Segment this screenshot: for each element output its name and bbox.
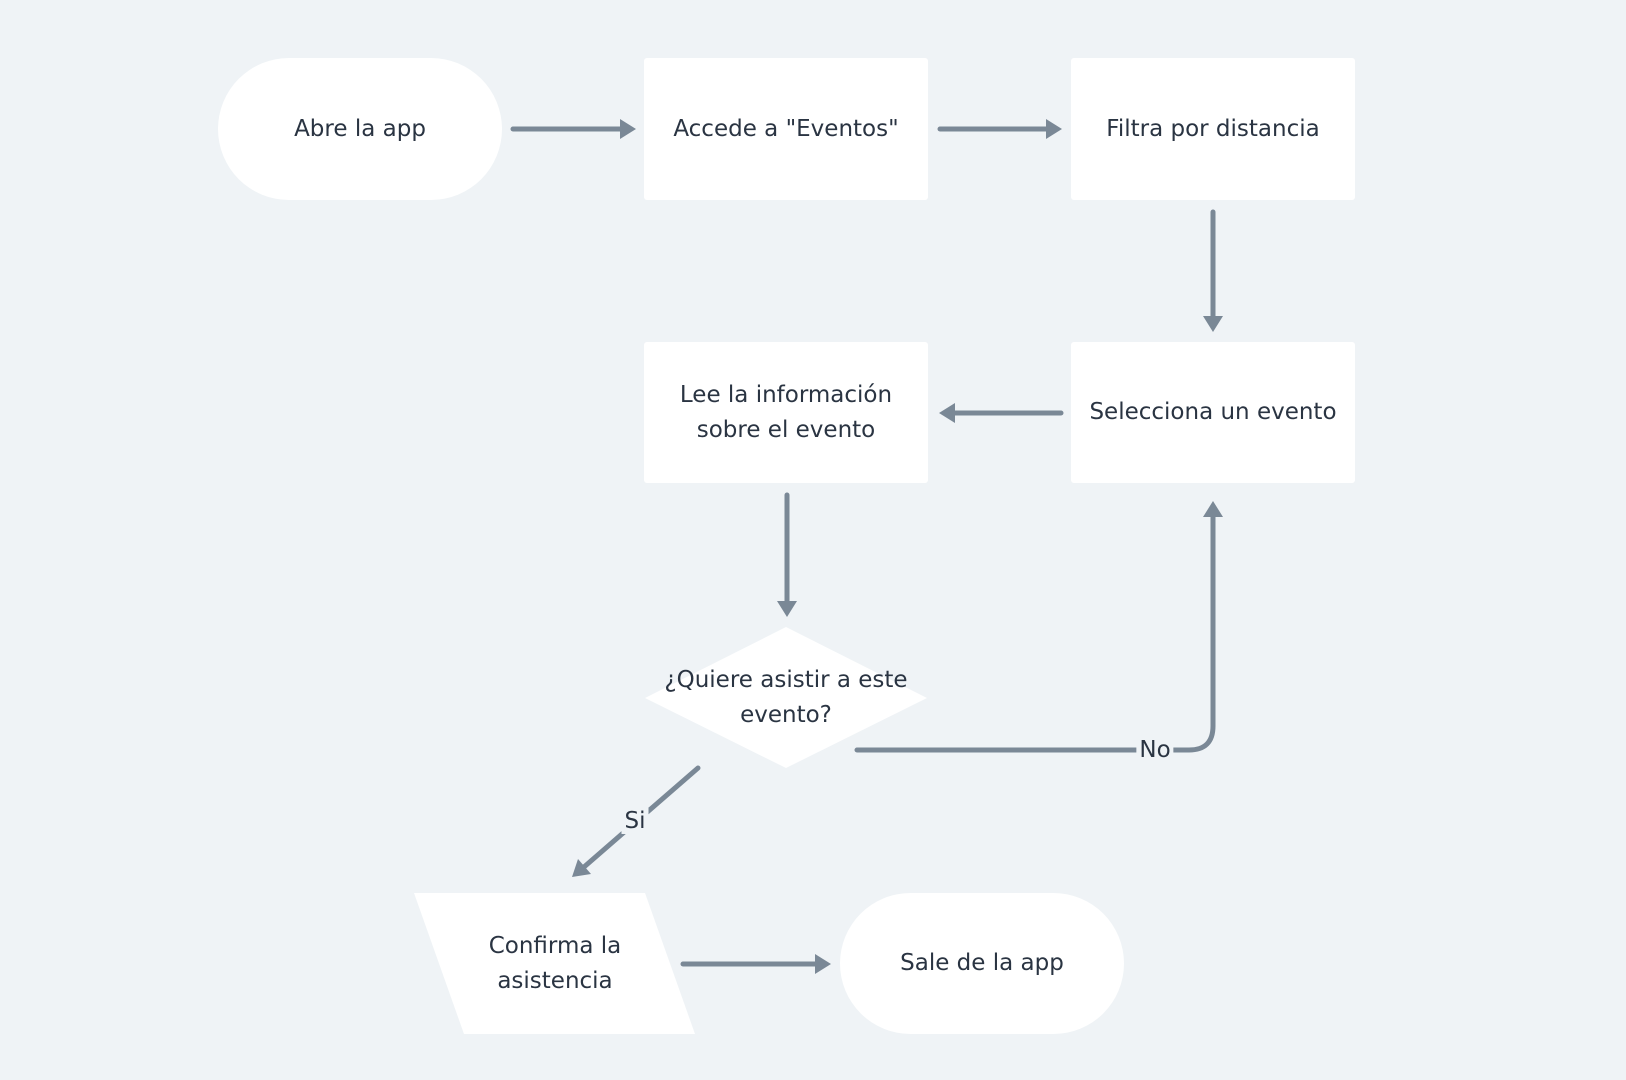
edge-filter-to-select [1203,209,1223,332]
edge-label-yes: Si [621,808,649,834]
node-shape-events [644,58,928,200]
edge-start-to-events [510,119,636,139]
edge-label-no: No [1136,737,1174,763]
node-end-label: Sale de la app [900,950,1064,976]
edge-read-to-decision [777,492,797,617]
node-shape-start [218,58,502,200]
node-confirm-label: Confirma la asistencia [488,932,622,994]
node-shape-decision [645,627,927,768]
edge-decision-no-to-select [854,501,1223,753]
node-select-label: Selecciona un evento [1089,399,1337,425]
edge-confirm-to-end [680,954,831,974]
node-events-label: Accede a "Eventos" [673,115,899,142]
edge-select-to-read [939,403,1064,423]
node-read-label: Lee la información sobre el evento [679,381,893,443]
node-filter-label: Filtra por distancia [1106,115,1320,142]
edge-events-to-filter [937,119,1062,139]
node-start-label: Abre la app [294,115,426,142]
node-shape-read [644,342,928,483]
node-shape-end [840,893,1124,1034]
node-decision-label: ¿Quiere asistir a este evento? [664,666,908,728]
node-shape-confirm [414,893,695,1034]
node-shape-filter [1071,58,1355,200]
node-shape-select [1071,342,1355,483]
